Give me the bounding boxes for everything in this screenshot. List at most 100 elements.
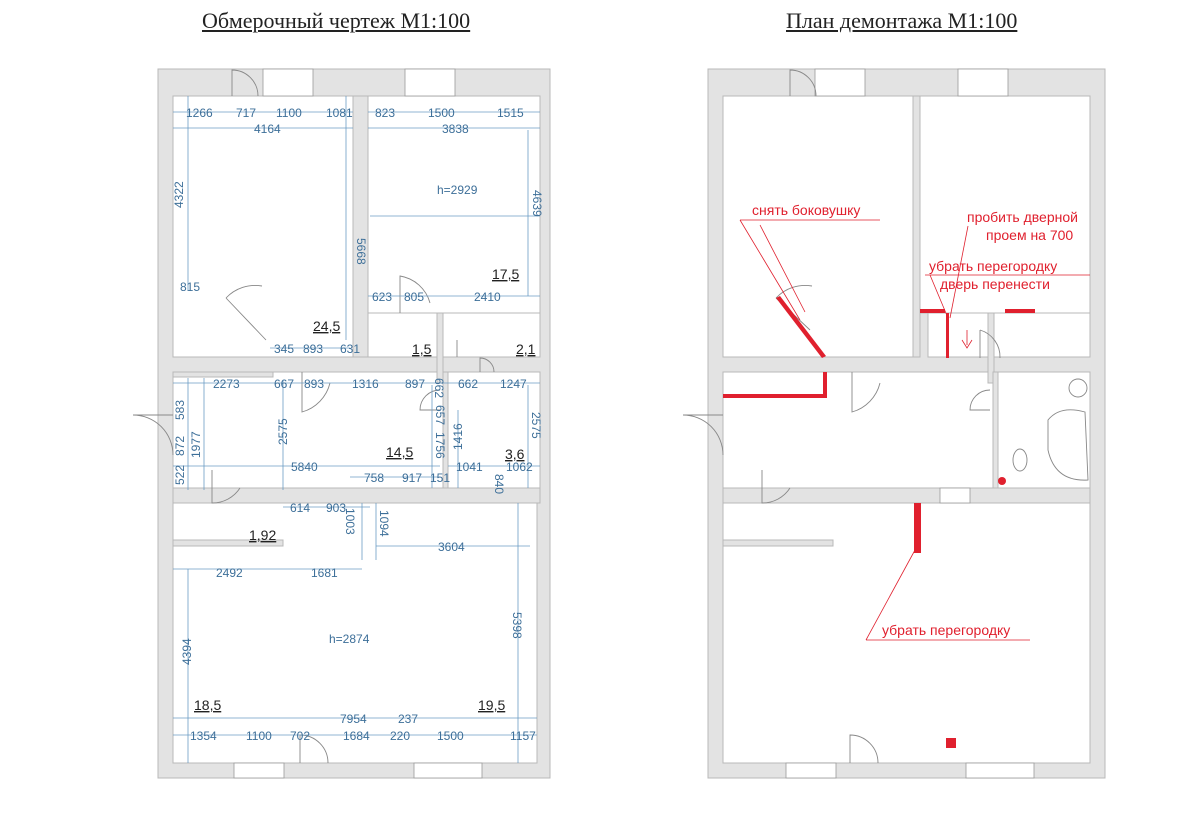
- room-area-label: 1,92: [249, 527, 276, 543]
- threshold: [939, 487, 971, 504]
- dimension-label: 840: [492, 474, 506, 494]
- dimension-label: 614: [290, 501, 310, 515]
- dimension-label: 1081: [326, 106, 353, 120]
- dimension-label: 2492: [216, 566, 243, 580]
- dimension-label: 151: [430, 471, 450, 485]
- dimension-label: 1756: [433, 432, 447, 459]
- dimension-label: 1354: [190, 729, 217, 743]
- dimension-label: 657: [433, 405, 447, 425]
- dimension-label: 1157: [510, 729, 536, 743]
- window: [957, 68, 1009, 97]
- room-area-label: 14,5: [386, 444, 413, 460]
- dimension-label: 583: [173, 400, 187, 420]
- dimension-label: 522: [173, 465, 187, 485]
- left-wall-living: [172, 487, 541, 504]
- arrow-down-icon: [961, 330, 973, 349]
- dimension-label: 7954: [340, 712, 367, 726]
- dimension-label: 897: [405, 377, 425, 391]
- right-plan-annotations: снять боковушку пробить дверной проем на…: [752, 202, 1078, 638]
- door-swing: [979, 329, 1001, 359]
- left-wall-closet: [172, 371, 274, 378]
- dimension-label: 3838: [442, 122, 469, 136]
- right-outer-wall: [707, 68, 1106, 779]
- left-plan-windows: [233, 68, 483, 779]
- right-plan-fixtures: [939, 378, 1089, 504]
- dimension-label: 220: [390, 729, 410, 743]
- right-wall-storage: [722, 539, 834, 547]
- window: [785, 762, 837, 779]
- remove-wall-mark: [823, 372, 827, 398]
- door-swing: [419, 389, 441, 411]
- dimension-label: 662: [458, 377, 478, 391]
- left-wall-bath-divider: [436, 312, 444, 384]
- window: [404, 68, 456, 97]
- door-swing: [399, 275, 431, 313]
- room-area-label: 17,5: [492, 266, 519, 282]
- annotation-make-doorway-line1: пробить дверной: [967, 209, 1078, 225]
- dimension-label: 4322: [172, 181, 186, 208]
- dimension-label: 1416: [451, 423, 465, 450]
- window: [262, 68, 314, 97]
- dimension-label: 1100: [276, 106, 302, 120]
- right-plan-leader-lines: [739, 219, 1090, 641]
- left-plan-dimension-lines: [173, 96, 540, 763]
- ceiling-height-label: h=2929: [437, 183, 478, 197]
- dimension-label: 823: [375, 106, 395, 120]
- toilet-icon: [1012, 448, 1028, 472]
- dimension-label: 2575: [276, 418, 290, 445]
- right-wall-bedrooms: [912, 95, 921, 358]
- room-area-label: 24,5: [313, 318, 340, 334]
- measurement-plan-title: Обмерочный чертеж М1:100: [202, 8, 471, 33]
- window: [965, 762, 1035, 779]
- dimension-label: 667: [274, 377, 294, 391]
- room-area-label: 3,6: [505, 446, 525, 462]
- right-wall-living: [722, 487, 1091, 504]
- window: [233, 762, 285, 779]
- dimension-label: 1500: [428, 106, 455, 120]
- dimension-label: 815: [180, 280, 200, 294]
- door-swing: [301, 372, 331, 413]
- room-area-label: 19,5: [478, 697, 505, 713]
- dimension-label: 4639: [530, 190, 544, 217]
- dimension-label: 1003: [343, 508, 357, 535]
- door-swing: [211, 470, 241, 504]
- right-plan-demolition-marks: [723, 296, 1035, 748]
- door-swing: [849, 734, 879, 764]
- right-plan-windows: [785, 68, 1035, 779]
- door-swing: [789, 69, 817, 97]
- dimension-label: 5840: [291, 460, 318, 474]
- door-swing: [682, 414, 724, 456]
- left-wall-bedrooms: [352, 95, 369, 358]
- door-swing: [775, 285, 813, 331]
- dimension-label: 2575: [529, 412, 543, 439]
- dimension-label: 1515: [497, 106, 524, 120]
- dimension-label: 1041: [456, 460, 483, 474]
- door-swing: [969, 389, 991, 411]
- dimension-label: 1100: [246, 729, 272, 743]
- window: [413, 762, 483, 779]
- left-wall-bath: [442, 371, 449, 489]
- drain-mark: [998, 477, 1006, 485]
- dimension-label: 805: [404, 290, 424, 304]
- dimension-label: 1266: [186, 106, 213, 120]
- right-wall-bath-divider: [987, 312, 995, 384]
- dimension-label: 893: [304, 377, 324, 391]
- annotation-move-door: дверь перенести: [940, 276, 1050, 292]
- dimension-label: 4394: [180, 638, 194, 665]
- door-swing: [132, 414, 174, 456]
- annotation-make-doorway-line2: проем на 700: [986, 227, 1073, 243]
- right-plan-doors: [682, 69, 1001, 764]
- door-swing: [761, 470, 791, 504]
- remove-wall-mark: [723, 394, 827, 398]
- left-plan-dimension-texts: 1266 717 1100 1081 823 1500 1515 4164 38…: [172, 106, 544, 743]
- dimension-label: 3604: [438, 540, 465, 554]
- dimension-label: 1094: [377, 510, 391, 537]
- demolition-plan-title: План демонтажа М1:100: [786, 8, 1018, 33]
- riser-mark: [946, 738, 956, 748]
- door-swing: [851, 372, 881, 413]
- annotation-remove-partition-living: убрать перегородку: [882, 622, 1010, 638]
- remove-side-panel-mark: [776, 296, 826, 358]
- remove-partition-mark: [946, 313, 949, 358]
- dimension-label: 702: [290, 729, 310, 743]
